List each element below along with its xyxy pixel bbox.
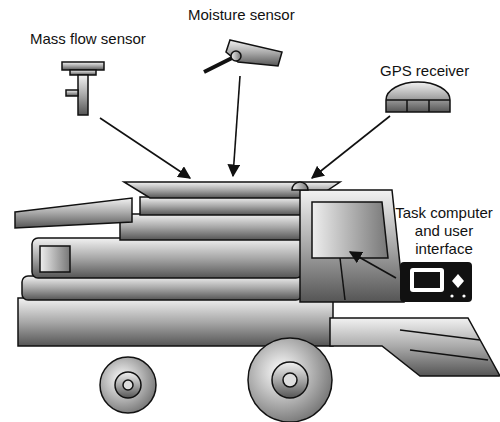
computer-label: Task computer and user interface	[392, 204, 496, 258]
sensor-label: Mass flow sensor	[30, 30, 146, 48]
leader-arrows	[100, 76, 396, 278]
mass-flow-sensor-icon	[62, 62, 104, 115]
combine-body	[15, 182, 500, 422]
sensor-label: Moisture sensor	[188, 6, 295, 24]
gps-receiver-icon	[386, 82, 450, 112]
task-computer-icon	[400, 262, 472, 302]
moisture-sensor-icon	[204, 40, 282, 72]
receiver-label: GPS receiver	[380, 62, 469, 80]
